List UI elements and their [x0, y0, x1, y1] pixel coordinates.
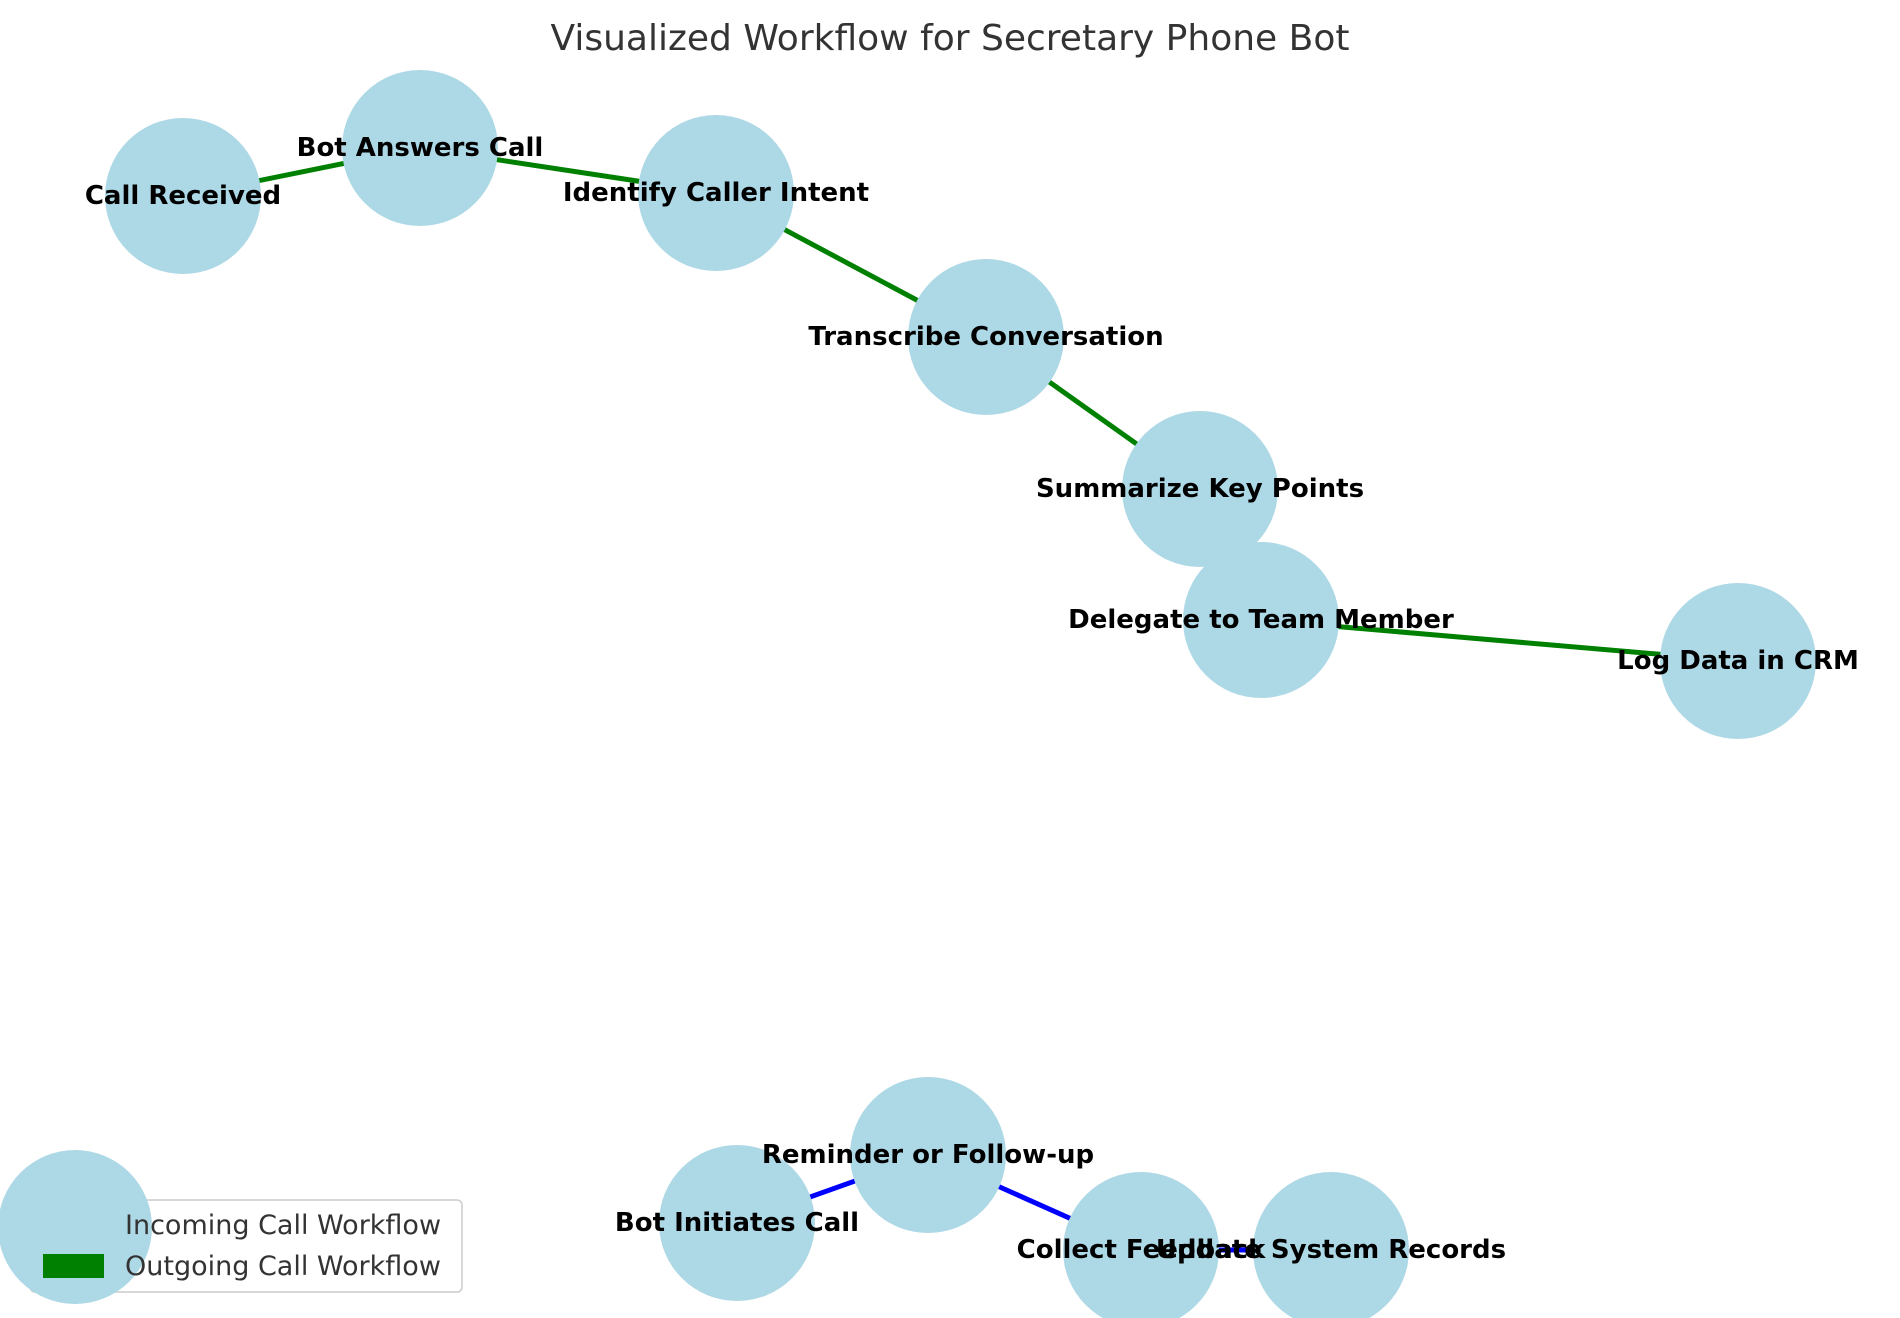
node-bot-answers-call: [342, 70, 498, 226]
node-label-log-data-in-crm: Log Data in CRM: [1617, 646, 1859, 676]
node-label-reminder-or-follow-up: Reminder or Follow-up: [762, 1140, 1094, 1170]
node-label-transcribe-conversation: Transcribe Conversation: [808, 322, 1163, 352]
node-label-bot-answers-call: Bot Answers Call: [297, 133, 544, 163]
node-summarize-key-points: [1122, 411, 1278, 567]
node-label-collect-feedback: Collect Feedback: [1017, 1235, 1266, 1265]
legend-label-incoming: Incoming Call Workflow: [125, 1210, 441, 1241]
legend-green-marker: [43, 1254, 104, 1278]
node-label-bot-initiates-call: Bot Initiates Call: [615, 1208, 859, 1238]
node-label-identify-caller-intent: Identify Caller Intent: [563, 178, 869, 208]
node-call-received: [105, 118, 261, 274]
node-label-delegate-to-team-member: Delegate to Team Member: [1068, 605, 1454, 635]
node-update-system-records: [1253, 1172, 1409, 1318]
node-label-summarize-key-points: Summarize Key Points: [1036, 474, 1364, 504]
node-identify-caller-intent: [638, 115, 794, 271]
node-reminder-or-follow-up: [850, 1077, 1006, 1233]
node-label-call-received: Call Received: [85, 181, 281, 211]
node-collect-feedback: [1063, 1172, 1219, 1318]
legend-node-marker: [0, 1150, 152, 1304]
node-transcribe-conversation: [908, 259, 1064, 415]
node-delegate-to-team-member: [1183, 542, 1339, 698]
edge-delegate-to-team-member-to-log-data-in-crm: [1260, 617, 1739, 664]
legend-label-outgoing: Outgoing Call Workflow: [125, 1251, 441, 1282]
node-bot-initiates-call: [659, 1145, 815, 1301]
node-label-update-system-records: Update System Records: [1156, 1235, 1506, 1265]
node-log-data-in-crm: [1660, 583, 1816, 739]
legend: Incoming Call Workflow Outgoing Call Wor…: [0, 1150, 463, 1304]
diagram-title: Visualized Workflow for Secretary Phone …: [551, 18, 1350, 59]
